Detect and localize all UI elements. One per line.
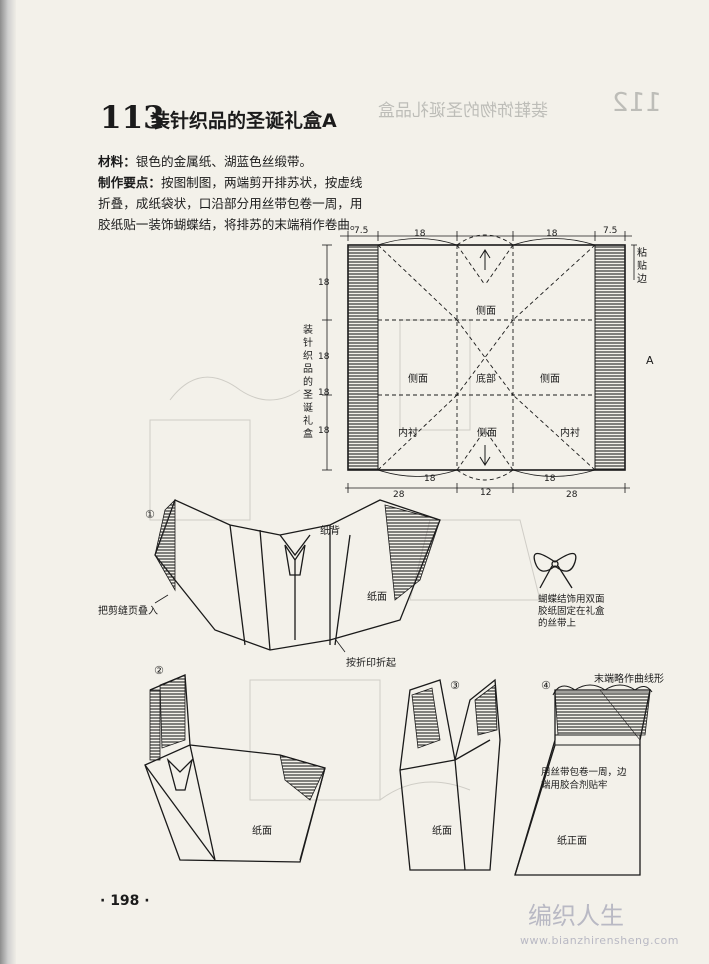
dim-left-2: 18 <box>318 352 330 362</box>
panel-side-right: 侧面 <box>540 374 560 385</box>
project-number: 113 <box>100 100 165 136</box>
step1-fold-note: 把剪缝页叠入 <box>98 606 158 617</box>
step1-drawing <box>154 499 441 653</box>
watermark-url: www.bianzhirensheng.com <box>520 934 679 947</box>
method-text: 按图制图，两端剪开排苏状，按虚线折叠，成纸袋状，口沿部分用丝带包卷一周，用胶纸贴… <box>98 175 363 232</box>
panel-side-left: 侧面 <box>408 374 428 385</box>
page-title-text: 装针织品的圣诞礼盒 <box>151 110 323 132</box>
dim-bottom-5: 28 <box>566 490 578 500</box>
step4-paper-front: 纸正面 <box>557 836 587 847</box>
bow-note: 蝴蝶结饰用双面胶纸固定在礼盒的丝带上 <box>538 594 605 629</box>
dim-top-center-right: 18 <box>546 229 558 239</box>
step1-number: ① <box>145 508 155 521</box>
step4-number: ④ <box>541 679 551 692</box>
dim-bottom-2: 18 <box>424 474 436 484</box>
step4-curl-note: 末端略作曲线形 <box>594 674 664 685</box>
instructions: 材料：银色的金属纸、湖蓝色丝缎带。 制作要点：按图制图，两端剪开排苏状，按虚线折… <box>98 151 366 235</box>
pattern-label-a: A <box>646 354 654 367</box>
step4-ribbon-note: 用丝带包卷一周，边端用胶合剂贴牢 <box>541 767 627 791</box>
step1-crease-note: 按折印折起 <box>346 658 396 669</box>
pattern-side-caption: 装针织品的圣诞礼盒 <box>303 325 313 440</box>
step2-paper-face: 纸面 <box>252 826 272 837</box>
method-label: 制作要点： <box>98 175 161 190</box>
watermark-logo: 编织人生 <box>528 902 624 930</box>
step2-drawing <box>144 674 326 863</box>
dim-bottom-3: 12 <box>480 488 492 498</box>
fringe-left <box>348 245 378 470</box>
page-title-suffix: A <box>322 110 337 132</box>
dim-bottom-1: 28 <box>393 490 405 500</box>
panel-side-top: 侧面 <box>476 306 496 317</box>
page-title: 装针织品的圣诞礼盒A <box>151 106 337 133</box>
dim-top-left: 7.5 <box>354 226 369 236</box>
panel-lining-right: 内衬 <box>560 428 580 439</box>
step4-drawing <box>514 684 653 876</box>
step3-paper-face: 纸面 <box>432 826 452 837</box>
dim-left-1: 18 <box>318 278 330 288</box>
step1-paper-back: 纸背 <box>320 526 340 537</box>
dim-left-4: 18 <box>318 426 330 436</box>
panel-bottom: 底部 <box>476 374 496 385</box>
dim-bottom-4: 18 <box>544 474 556 484</box>
step3-number: ③ <box>450 679 460 692</box>
materials-text: 银色的金属纸、湖蓝色丝缎带。 <box>135 154 313 169</box>
dim-left-3: 18 <box>318 388 330 398</box>
dim-top-center-left: 18 <box>414 229 426 239</box>
fringe-right <box>595 245 625 470</box>
flat-pattern <box>322 231 637 493</box>
panel-lining-left: 内衬 <box>398 428 418 439</box>
panel-side-bottom: 侧面 <box>477 428 497 439</box>
materials-label: 材料： <box>98 154 136 169</box>
step2-number: ② <box>154 664 164 677</box>
step3-drawing <box>399 678 501 871</box>
book-spine-shadow <box>0 0 16 964</box>
glue-edge-label: 粘贴边 <box>637 248 647 285</box>
bow-drawing <box>533 552 577 589</box>
dim-top-right: 7.5 <box>603 226 618 236</box>
page-number: · 198 · <box>100 893 150 909</box>
step1-paper-face: 纸面 <box>367 592 387 603</box>
